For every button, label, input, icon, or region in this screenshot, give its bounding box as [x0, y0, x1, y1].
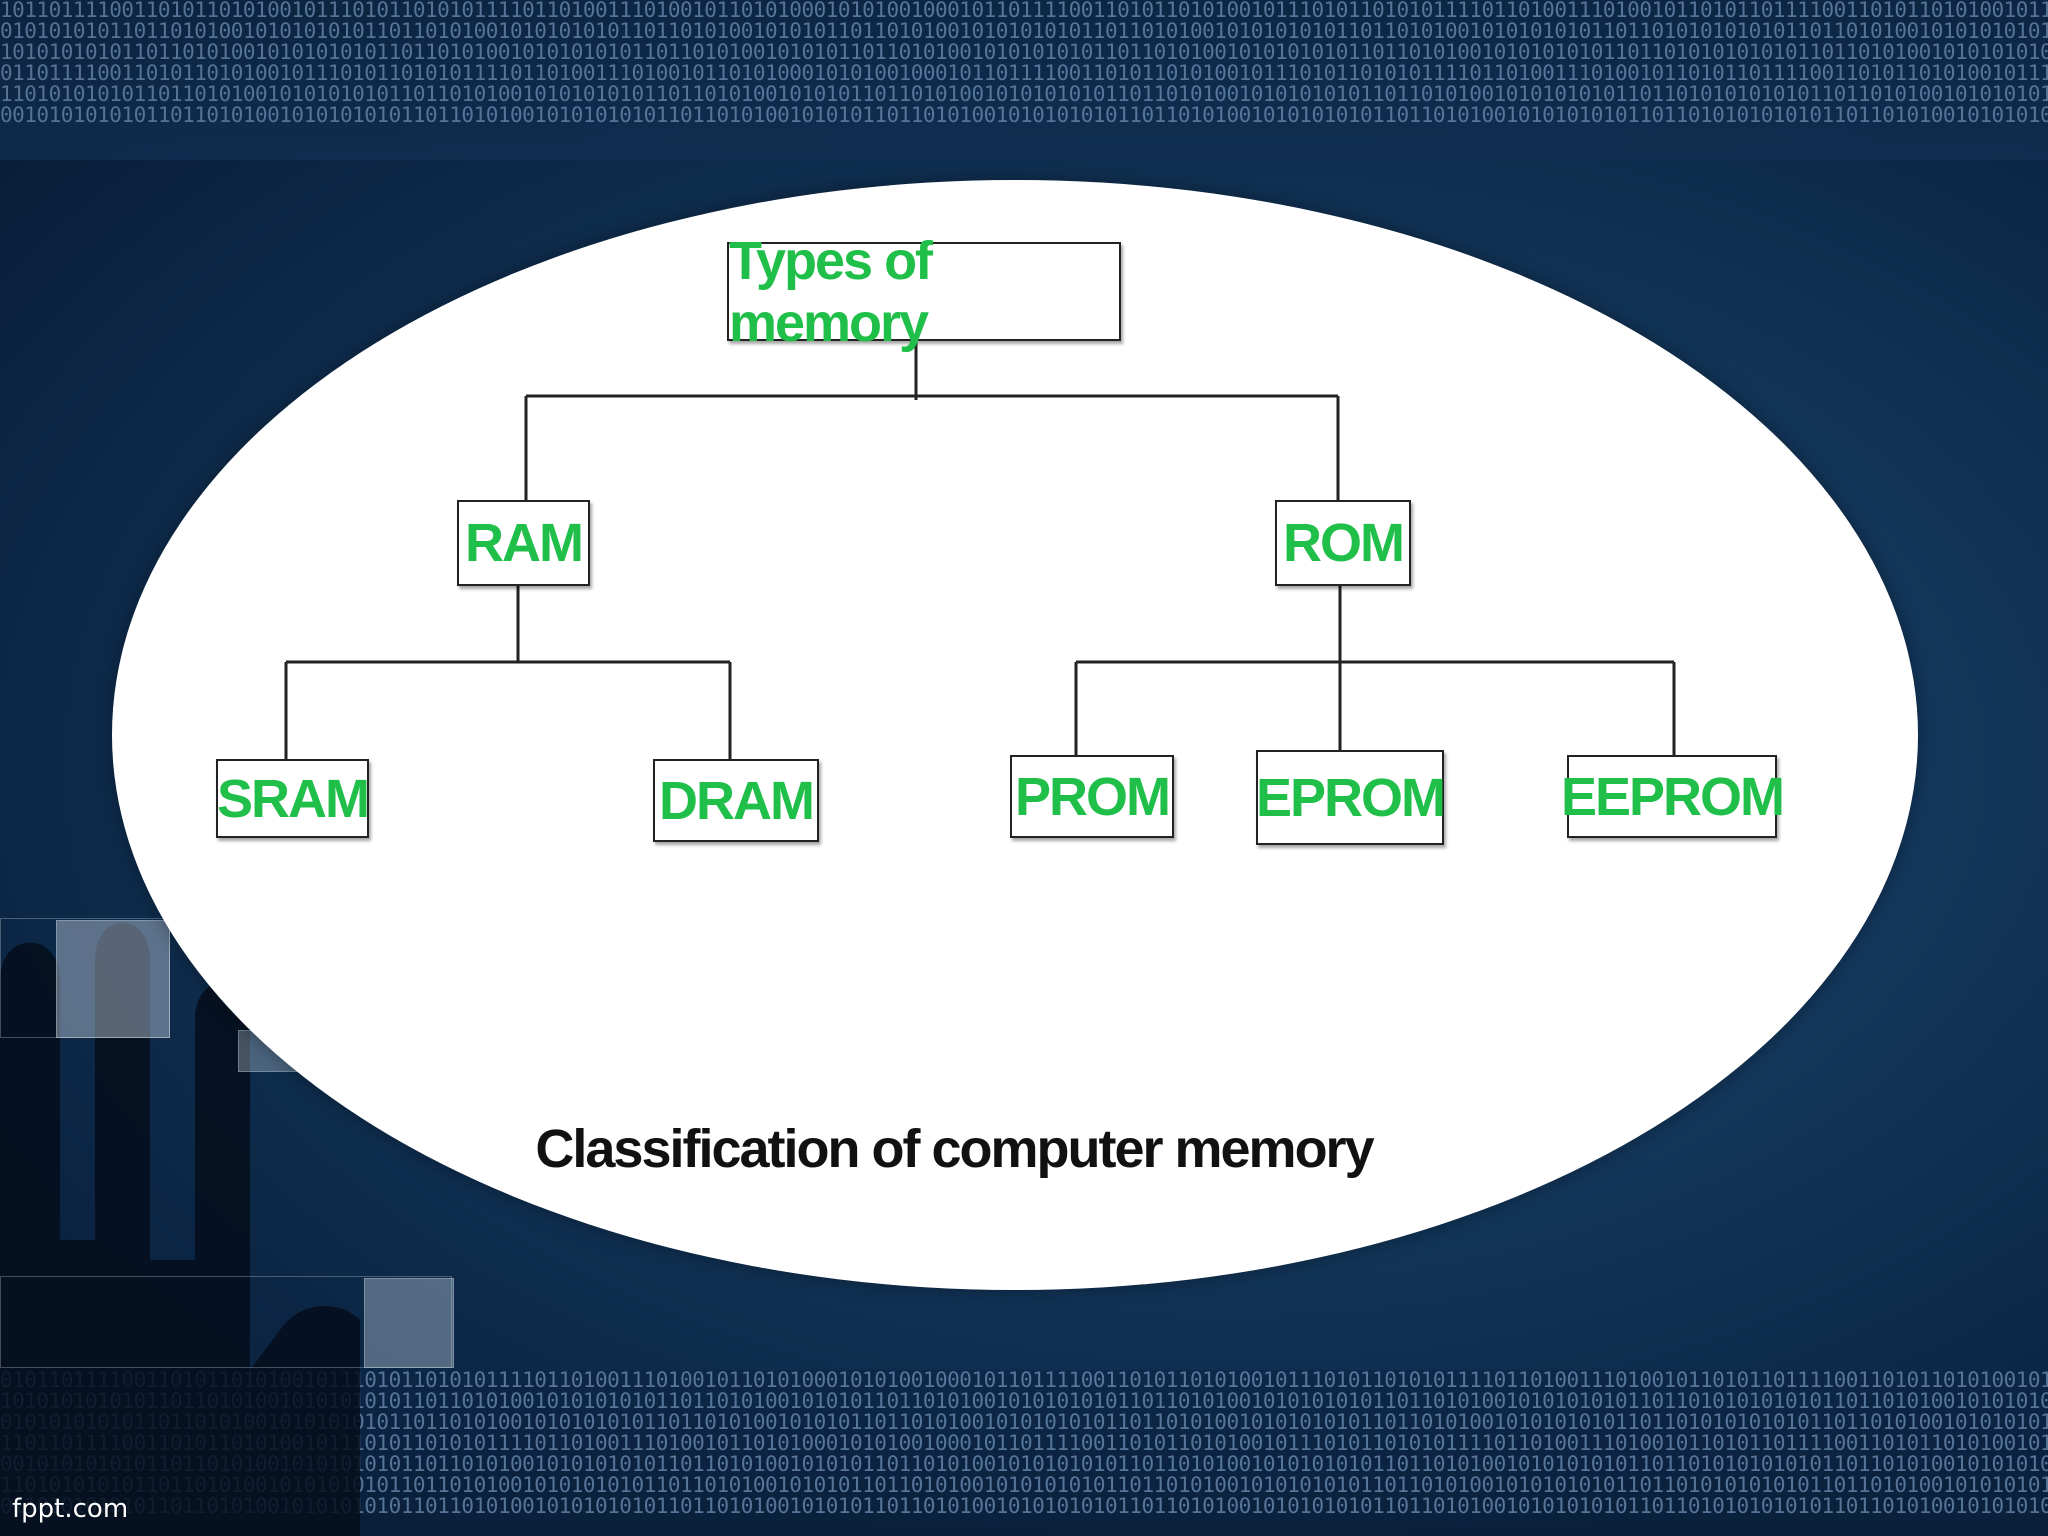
decorative-square [364, 1278, 454, 1368]
node-rom: ROM [1275, 500, 1411, 586]
diagram-ellipse [112, 180, 1918, 1290]
binary-pattern-top: 1011011110011010110101001011101011010101… [0, 0, 2048, 160]
node-eprom: EPROM [1256, 750, 1446, 845]
hand-silhouette [0, 900, 360, 1536]
node-dram: DRAM [653, 759, 819, 842]
decorative-square [56, 920, 170, 1038]
node-eeprom: EEPROM [1561, 755, 1785, 838]
decorative-square [0, 918, 170, 1038]
diagram-caption: Classification of computer memory [535, 1119, 1374, 1179]
node-types-of-memory: Types of memory [727, 231, 1121, 353]
node-ram: RAM [457, 500, 590, 586]
node-sram: SRAM [216, 759, 370, 838]
footer-brand: fppt.com [12, 1494, 129, 1524]
node-prom: PROM [1010, 755, 1174, 838]
decorative-square [0, 1276, 452, 1368]
